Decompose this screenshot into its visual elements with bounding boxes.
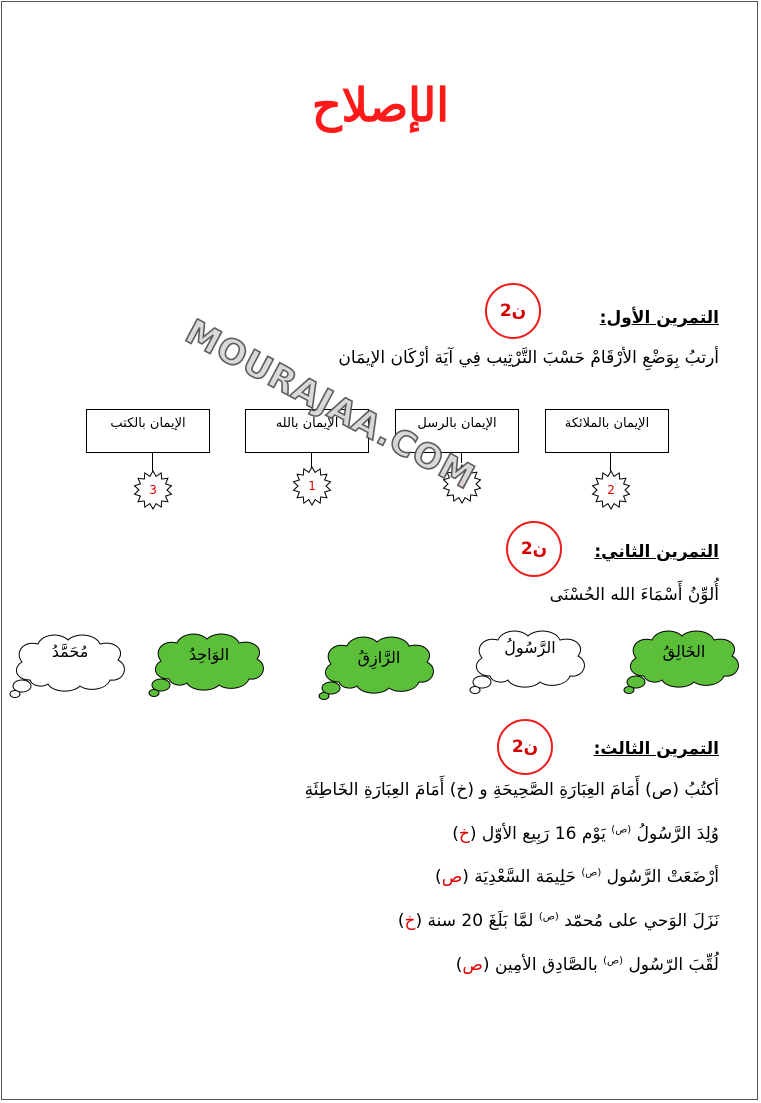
statement-text: بالصَّادِق الأمِين: [494, 955, 598, 975]
exercise2-heading: التمرين الثاني:: [594, 542, 719, 562]
cloud-label: مُحَمَّدُ: [51, 642, 89, 661]
pillar-box-books: الإيمان بالكتب: [86, 409, 210, 453]
connector-line: [461, 453, 462, 463]
name-cloud-white: الرَّسُولُ: [468, 626, 592, 696]
pbuh-mark: (ص): [538, 911, 559, 923]
exercise1-score-badge: 2ن: [485, 283, 541, 339]
pillar-number: 2: [607, 483, 615, 497]
number-burst-badge: 4: [442, 464, 482, 504]
exercise2-score-badge: 2ن: [506, 521, 562, 577]
pillar-box-messengers: الإيمان بالرسل: [395, 409, 519, 453]
connector-line: [152, 453, 153, 471]
statement-text: حَلِيمَة السَّعْدِيَة: [474, 867, 576, 887]
name-cloud-white: مُحَمَّدُ: [8, 630, 132, 700]
statement-row: نَزَلَ الوَحي على مُحمّد (ص) لمَّا بَلَغ…: [397, 911, 719, 931]
connector-line: [610, 453, 611, 471]
answer-mark: خ: [458, 824, 470, 844]
cloud-label: الخَالِقُ: [662, 642, 706, 661]
answer-mark: ص: [441, 867, 463, 887]
statement-text: لمَّا بَلَغَ 20 سنة: [427, 911, 534, 931]
pillar-label: الإيمان بالملائكة: [564, 416, 650, 431]
cloud-label: الوَاحِدُ: [188, 645, 230, 664]
name-cloud-green: الرَّازِقُ: [317, 632, 441, 702]
pillar-label: الإيمان بالرسل: [417, 416, 497, 431]
statement-row: أرْضَعَتْ الرَّسُول (ص) حَلِيمَة السَّعْ…: [435, 867, 719, 887]
page-title: الإصلاح: [311, 78, 449, 132]
number-burst-badge: 3: [133, 470, 173, 510]
answer-mark: ص: [462, 955, 483, 975]
statement-text: لُقِّبَ الرّسُول: [628, 955, 719, 975]
answer-mark: خ: [404, 911, 416, 931]
name-cloud-green: الوَاحِدُ: [147, 629, 271, 699]
pillar-number: 1: [308, 479, 316, 493]
statement-row: لُقِّبَ الرّسُول (ص) بالصَّادِق الأمِين …: [455, 955, 719, 975]
statement-text: نَزَلَ الوَحي على مُحمّد: [564, 911, 719, 931]
pillar-box-angels: الإيمان بالملائكة: [545, 409, 669, 453]
pbuh-mark: (ص): [611, 824, 632, 836]
name-cloud-green: الخَالِقُ: [622, 626, 746, 696]
statement-row: وُلِدَ الرَّسُولُ (ص) يَوْم 16 رَبِيع ال…: [452, 824, 719, 844]
pillar-box-allah: الإيمان بالله: [245, 409, 369, 453]
exercise1-instruction: أرتبُ بِوَضْعِ الأرْقَامْ حَسْبَ التَّرْ…: [338, 348, 719, 368]
pillar-label: الإيمان بالكتب: [110, 416, 186, 431]
exercise1-heading: التمرين الأول:: [599, 308, 719, 328]
number-burst-badge: 1: [292, 466, 332, 506]
pillar-number: 3: [149, 483, 157, 497]
statement-text: أرْضَعَتْ الرَّسُول: [606, 867, 719, 887]
exercise2-instruction: أُلوِّنُ أَسْمَاءَ الله الحُسْنَى: [549, 585, 719, 605]
statement-text: يَوْم 16 رَبِيع الأوّل: [481, 824, 606, 844]
exercise3-instruction: أكتُبُ (ص) أَمَامَ العِبَارَةِ الصَّحِيح…: [304, 780, 719, 800]
exercise3-heading: التمرين الثالث:: [593, 739, 719, 759]
number-burst-badge: 2: [591, 470, 631, 510]
pbuh-mark: (ص): [581, 867, 602, 879]
pillar-label: الإيمان بالله: [275, 416, 339, 431]
pillar-number: 4: [458, 477, 466, 491]
cloud-label: الرَّسُولُ: [504, 638, 556, 657]
statement-text: وُلِدَ الرَّسُولُ: [636, 824, 719, 844]
pbuh-mark: (ص): [603, 955, 624, 967]
connector-line: [311, 453, 312, 471]
cloud-label: الرَّازِقُ: [357, 648, 401, 667]
exercise3-score-badge: 2ن: [497, 719, 553, 775]
